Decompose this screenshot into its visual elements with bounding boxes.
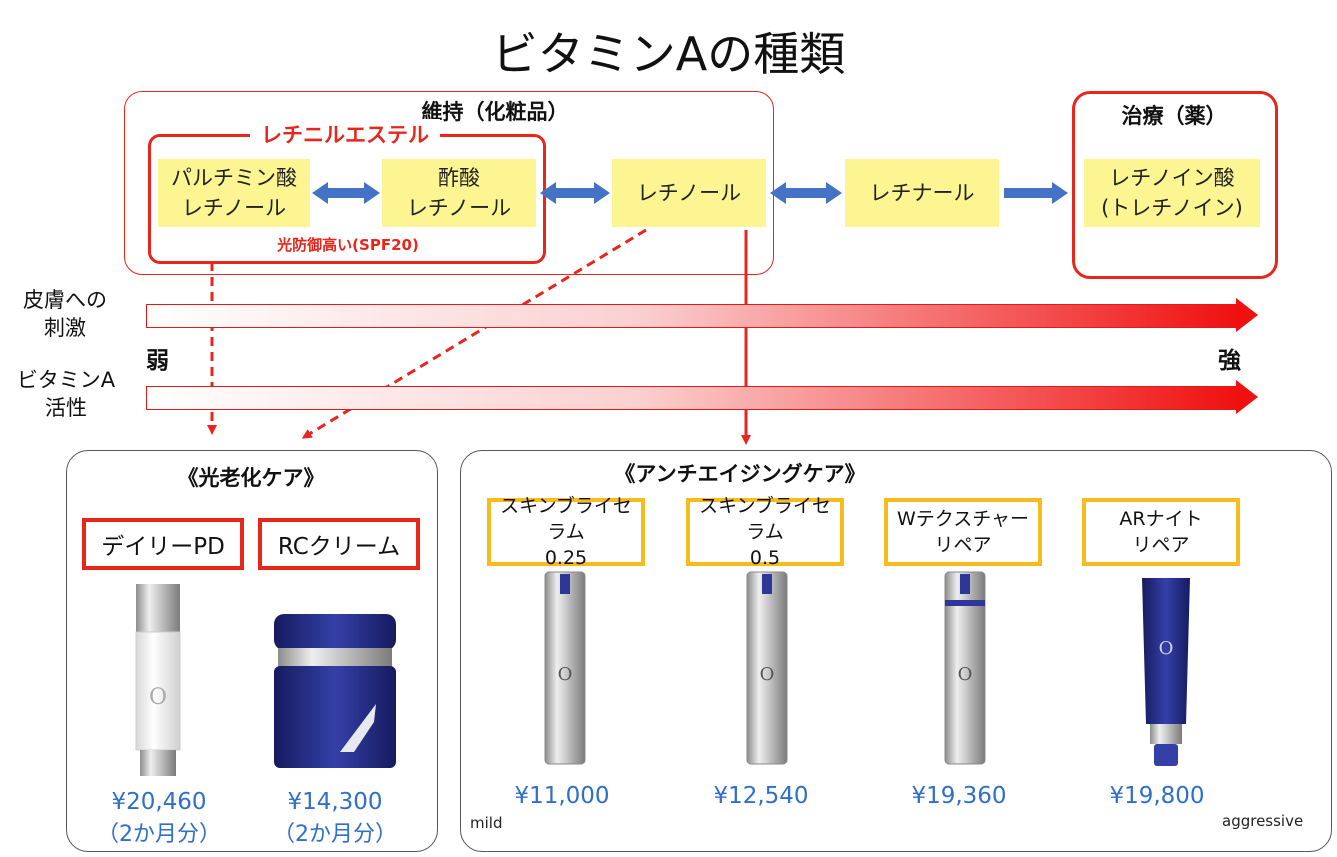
rc-cream-product-image — [274, 614, 396, 768]
activity-label: ビタミンA 活性 — [16, 368, 116, 420]
product-label-skin-bright-05: スキンブライセラム 0.5 — [686, 495, 844, 569]
node-retinol: レチノール — [612, 159, 766, 227]
skin-bright-025-product-image: O — [544, 571, 586, 765]
skin-bright-05-product-image: O — [746, 571, 788, 765]
weak-label: 弱 — [146, 348, 169, 374]
svg-text:O: O — [149, 685, 167, 710]
irritation-gradient-bar — [146, 304, 1237, 328]
product-label-skin-bright-025: スキンブライセラム 0.25 — [487, 495, 645, 569]
ar-night-repair-product-image: O — [1142, 578, 1190, 766]
mild-label: mild — [470, 814, 503, 832]
node-retinoic-acid: レチノイン酸 (トレチノイン) — [1084, 159, 1260, 227]
double-arrow-retinol-retinal — [770, 182, 842, 204]
irritation-label: 皮膚への 刺激 — [23, 288, 107, 340]
node-retinal: レチナール — [845, 159, 999, 227]
treatment-label: 治療（薬） — [1121, 104, 1227, 128]
maintenance-label: 維持（化粧品） — [421, 100, 569, 124]
daily-pd-note: （2か月分） — [97, 822, 221, 847]
daily-pd-product-image: O — [135, 584, 181, 776]
activity-arrowhead — [1236, 380, 1258, 414]
product-label-ar-night-repair: ARナイト リペア — [1082, 498, 1240, 566]
w-texture-repair-product-image: O — [944, 571, 986, 765]
page-title: ビタミンAの種類 — [491, 27, 846, 81]
daily-pd-price: ¥20,460 — [111, 789, 207, 815]
node-retinyl-palmitate: パルチミン酸 レチノール — [158, 159, 310, 227]
product-label-daily-pd: デイリーPD — [82, 518, 244, 570]
product-label-rc-cream: RCクリーム — [258, 518, 420, 570]
w-texture-repair-price: ¥19,360 — [911, 783, 1007, 809]
aggressive-label: aggressive — [1222, 812, 1304, 830]
product-label-w-texture-repair: Wテクスチャー リペア — [884, 498, 1042, 566]
activity-gradient-bar — [146, 386, 1237, 410]
retinyl-ester-label: レチニルエステル — [250, 119, 440, 149]
node-retinyl-acetate: 酢酸 レチノール — [382, 159, 536, 227]
svg-text:O: O — [958, 664, 973, 685]
rc-cream-price: ¥14,300 — [287, 789, 383, 815]
svg-text:O: O — [760, 664, 775, 685]
skin-bright-05-price: ¥12,540 — [713, 783, 809, 809]
svg-text:O: O — [1159, 638, 1174, 659]
treatment-group — [1072, 91, 1278, 279]
antiaging-title: 《アンチエイジングケア》 — [614, 462, 866, 486]
svg-text:O: O — [558, 664, 573, 685]
maintenance-group — [124, 91, 774, 275]
skin-bright-025-price: ¥11,000 — [514, 783, 610, 809]
arrow-retinal-retinoic — [1004, 182, 1068, 204]
double-arrow-acetate-retinol — [540, 182, 610, 204]
spf-note: 光防御高い(SPF20) — [277, 236, 419, 254]
double-arrow-palmitate-acetate — [312, 182, 380, 204]
irritation-arrowhead — [1236, 298, 1258, 332]
ar-night-repair-price: ¥19,800 — [1109, 783, 1205, 809]
rc-cream-note: （2か月分） — [273, 822, 397, 847]
strong-label: 強 — [1218, 348, 1241, 374]
photoaging-title: 《光老化ケア》 — [177, 466, 325, 490]
